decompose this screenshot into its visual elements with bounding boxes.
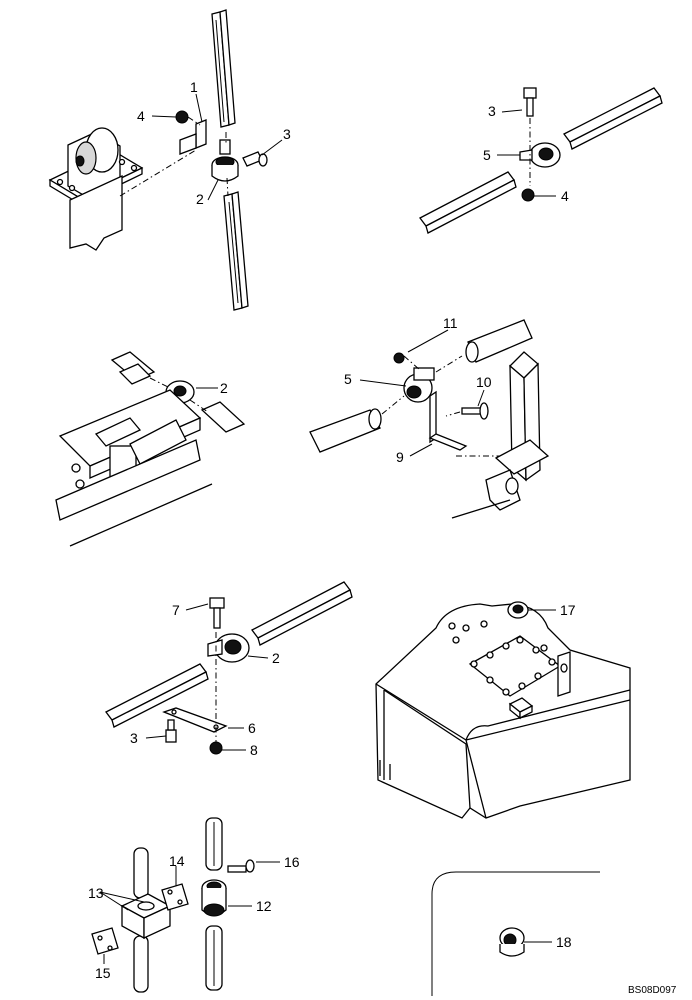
clamp-part-2-e [207,633,250,663]
plate-part-6 [162,707,228,733]
rail-left-e [105,663,209,728]
rail-right-b [563,87,663,150]
tank-body [375,603,631,819]
label-d-10: 10 [476,374,492,390]
hose-segments-c [110,351,246,433]
tank-fitting [508,697,534,720]
label-b-4: 4 [561,188,569,204]
bolt-part-16 [227,859,255,873]
bolt-part-3-e [165,719,177,743]
rail-lower-a [223,191,249,311]
label-e-7: 7 [172,602,180,618]
label-g-12: 12 [256,898,272,914]
nut-part-8 [209,741,223,755]
label-a-3: 3 [283,126,291,142]
pulley-support [48,127,144,251]
group-a-pulley-assembly: 1 4 3 2 [48,9,291,311]
plate-part-14 [161,883,189,911]
label-f-17: 17 [560,602,576,618]
label-b-5: 5 [483,147,491,163]
group-e-rail-clamp: 7 2 6 3 8 [105,581,353,758]
clamp-part-12 [201,879,227,917]
bracket-part-1 [179,119,207,155]
label-g-16: 16 [284,854,300,870]
group-c-frame-clamp: 2 [55,351,246,547]
bracket-part-9 [428,390,468,451]
group-b-rail-clamp: 3 5 4 [419,87,663,234]
label-e-8: 8 [250,742,258,758]
label-e-3: 3 [130,730,138,746]
bolt-part-3-a [242,151,268,167]
label-a-2: 2 [196,191,204,207]
label-a-1: 1 [190,79,198,95]
label-d-11: 11 [443,315,458,331]
group-f-tank: 17 [375,601,631,819]
clamp-part-17 [507,601,529,619]
bolt-part-7 [209,597,225,629]
nut-part-4-b [521,188,535,202]
clamp-part-5-d [403,367,435,403]
label-g-14: 14 [169,853,185,869]
label-h-18: 18 [556,934,572,950]
label-d-5: 5 [344,371,352,387]
label-e-2: 2 [272,650,280,666]
tank-bolt-holes [448,620,548,652]
rail-right-e [251,581,353,646]
nut-part-4-a [175,110,189,124]
rail-upper-a [211,9,236,128]
tank-side-bracket [557,651,571,697]
hoses-right-g [205,817,223,991]
bolt-part-10 [461,402,489,420]
inset-border [431,871,600,996]
plate-part-15 [91,927,119,955]
block-part-13 [120,893,172,940]
label-g-15: 15 [95,965,111,981]
group-d-post-bracket: 11 5 10 9 [309,315,550,519]
label-d-9: 9 [396,449,404,465]
label-e-6: 6 [248,720,256,736]
clamp-part-5-b [519,142,561,168]
label-b-3: 3 [488,103,496,119]
clamp-part-18 [499,927,525,957]
label-g-13: 13 [88,885,104,901]
label-c-2: 2 [220,380,228,396]
bolt-part-3-b [523,87,537,117]
group-h-inset: 18 [431,871,600,996]
label-a-4: 4 [137,108,145,124]
drawing-code: BS08D097 [628,985,677,996]
rail-left-b [419,171,517,234]
clamp-part-2-a [211,139,239,182]
hose-d [309,319,533,453]
group-g-double-clamp: 13 14 15 16 12 [88,817,300,993]
frame-c [55,389,213,547]
nut-part-11 [393,352,405,364]
post-d [451,351,550,519]
